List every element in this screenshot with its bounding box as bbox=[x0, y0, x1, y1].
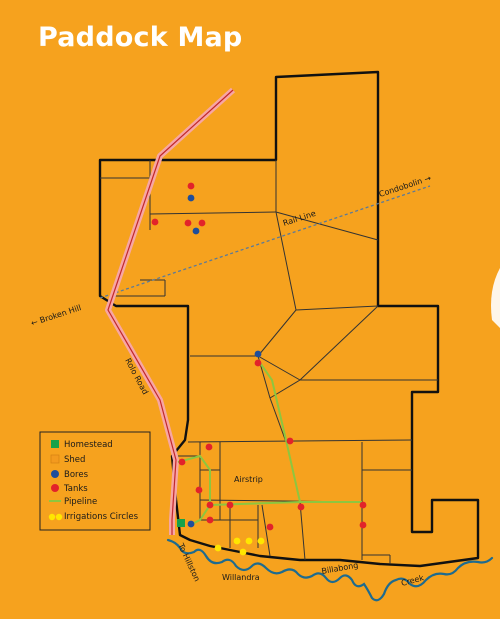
tank-marker bbox=[206, 501, 214, 509]
legend-bore-icon bbox=[51, 470, 59, 478]
tank-marker bbox=[151, 218, 159, 226]
tank-marker bbox=[206, 516, 214, 524]
tank-marker bbox=[266, 523, 274, 531]
paddock-fences bbox=[100, 160, 438, 564]
irrigation-circle bbox=[233, 537, 241, 545]
tank-marker bbox=[359, 521, 367, 529]
legend-label: Irrigations Circles bbox=[64, 512, 139, 522]
tank-marker bbox=[297, 503, 305, 511]
rolo-road bbox=[105, 87, 236, 535]
tank-marker bbox=[178, 458, 186, 466]
tank-marker bbox=[205, 443, 213, 451]
irrigation-circle bbox=[245, 537, 253, 545]
bore-markers bbox=[187, 194, 262, 528]
airstrip-label: Airstrip bbox=[234, 475, 263, 484]
tank-marker bbox=[184, 219, 192, 227]
legend-irrigation-icon bbox=[48, 513, 56, 521]
legend-irrigation-icon bbox=[55, 513, 63, 521]
homestead-marker bbox=[177, 519, 185, 527]
tank-marker bbox=[286, 437, 294, 445]
legend: Homestead Shed Bores Tanks Pipeline Irri… bbox=[39, 431, 151, 531]
tank-marker bbox=[254, 359, 262, 367]
irrigation-circle bbox=[214, 544, 222, 552]
condobolin-label: Condobolin → bbox=[378, 173, 433, 198]
legend-homestead-icon bbox=[51, 440, 59, 448]
legend-label: Pipeline bbox=[64, 497, 97, 507]
irrigation-circle bbox=[239, 548, 247, 556]
pipeline bbox=[177, 359, 362, 525]
rail-line-label: Rail Line bbox=[282, 209, 317, 228]
willandra-label: Willandra bbox=[222, 573, 260, 582]
map-title: Paddock Map bbox=[38, 22, 243, 53]
bore-marker bbox=[254, 350, 262, 358]
legend-label: Homestead bbox=[64, 440, 113, 450]
property-boundary bbox=[98, 70, 480, 568]
tank-marker bbox=[187, 182, 195, 190]
legend-label: Tanks bbox=[63, 484, 88, 494]
bore-marker bbox=[192, 227, 200, 235]
tank-marker bbox=[226, 501, 234, 509]
irrigation-circle bbox=[257, 537, 265, 545]
edge-shape bbox=[491, 268, 500, 328]
irrigation-circles bbox=[214, 537, 265, 556]
legend-shed-icon bbox=[50, 454, 60, 464]
tank-marker bbox=[195, 486, 203, 494]
legend-label: Bores bbox=[64, 470, 89, 480]
legend-tank-icon bbox=[51, 484, 59, 492]
bore-marker bbox=[187, 194, 195, 202]
tank-markers bbox=[151, 182, 367, 531]
broken-hill-label: ← Broken Hill bbox=[30, 303, 83, 328]
tank-marker bbox=[359, 501, 367, 509]
hillston-label: To Hillston bbox=[176, 541, 202, 583]
creek bbox=[166, 538, 494, 602]
tank-marker bbox=[198, 219, 206, 227]
billabong-label: Billabong bbox=[321, 561, 359, 576]
bore-marker bbox=[187, 520, 195, 528]
legend-label: Shed bbox=[64, 455, 85, 465]
